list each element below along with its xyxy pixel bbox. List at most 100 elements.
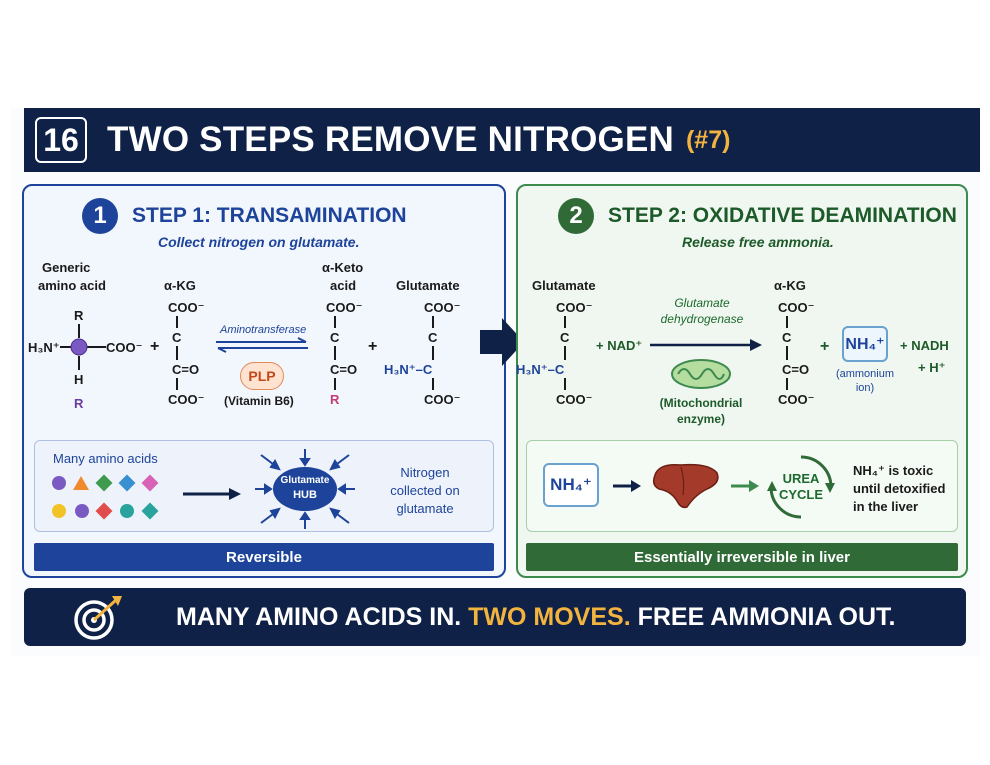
target-arrow-icon [74,596,122,640]
hub-label-2: HUB [293,489,317,501]
step2-akg-bond-1 [786,316,788,328]
generic-bond-top [78,324,80,338]
title-bar: 16 TWO STEPS REMOVE NITROGEN (#7) [24,108,980,172]
akg-c: C [172,330,182,345]
generic-r-top: R [74,308,84,323]
generic-label-2: amino acid [38,278,106,293]
nad-plus: + NAD⁺ [596,338,643,353]
slide-number: 16 [35,117,87,163]
generic-r-bottom: R [74,396,84,411]
step2-plus: + [820,338,830,355]
glu-bond-1 [432,316,434,328]
step1-header: 1 STEP 1: TRANSAMINATION [82,198,407,234]
toxic-3: in the liver [853,499,919,514]
keto-bond-3 [334,378,336,390]
collected-1: Nitrogen [400,465,450,480]
glutamate-label: Glutamate [396,278,460,293]
step2-panel: 2 STEP 2: OXIDATIVE DEAMINATION Release … [516,184,968,578]
akg-bond-1 [176,316,178,328]
urea-cycle-box: NH₄⁺ UREA CYCLE NH₄⁺ is toxic [526,440,958,532]
glu-amine: H₃N⁺–C [384,362,433,377]
vitamin-b6-label: (Vitamin B6) [224,394,294,408]
slide: 16 TWO STEPS REMOVE NITROGEN (#7) 1 STEP… [10,108,980,656]
forward-arrow-icon [650,339,762,351]
step1-subtitle: Collect nitrogen on glutamate. [158,234,360,250]
slide-title: TWO STEPS REMOVE NITROGEN [107,120,674,159]
plp-badge: PLP [240,362,284,390]
generic-amine: H₃N⁺ [28,340,60,355]
hub-label-1: Glutamate [280,475,330,486]
arrow-to-urea-icon [731,480,759,492]
keto-bond-2 [334,346,336,360]
toxic-2: until detoxified [853,481,946,496]
plus-1: + [150,338,160,355]
hplus-product: + H⁺ [918,360,946,375]
step2-akg-bottom: COO⁻ [778,392,815,407]
aminotransferase-label: Aminotransferase [220,324,307,336]
nh4-box: NH₄⁺ [842,326,888,362]
step2-akg-bond-2 [786,346,788,360]
keto-label-2: acid [330,278,357,293]
keto-bond-1 [334,316,336,328]
mito-label-2: enzyme) [676,412,726,426]
ammonium-label-2: ion) [855,382,875,394]
glu-bond-3 [432,378,434,390]
step2-glu-c: C [560,330,570,345]
glu-bottom: COO⁻ [424,392,461,407]
summary-a: MANY AMINO ACIDS IN. [176,602,462,631]
step2-glu-bond-1 [564,316,566,328]
akg-bond-3 [176,378,178,390]
keto-r: R [330,392,340,407]
mitochondrion-icon [671,359,731,389]
keto-top: COO⁻ [326,300,363,315]
generic-carboxyl: COO⁻ [106,340,143,355]
glutamate-hub-box: Many amino acids [34,440,494,532]
step2-akg-c: C [782,330,792,345]
step2-header: 2 STEP 2: OXIDATIVE DEAMINATION [558,198,957,234]
summary-b: TWO MOVES. [468,602,631,631]
urea-label-1: UREA [782,471,820,486]
nadh-product: + NADH [900,338,949,353]
summary-text: MANY AMINO ACIDS IN. TWO MOVES. FREE AMM… [176,603,895,632]
glu-top: COO⁻ [424,300,461,315]
nh4-small-box: NH₄⁺ [543,463,599,507]
plus-2: + [368,338,378,355]
step2-akg-carbonyl: C=O [782,362,810,377]
many-amino-acids-label: Many amino acids [53,451,158,466]
keto-carbonyl: C=O [330,362,358,377]
step2-akg-top: COO⁻ [778,300,815,315]
glu-c: C [428,330,438,345]
irreversible-bar: Essentially irreversible in liver [526,543,958,571]
step1-panel: 1 STEP 1: TRANSAMINATION Collect nitroge… [22,184,506,578]
urea-label-2: CYCLE [778,487,824,502]
step2-akg-bond-3 [786,378,788,390]
step2-akg-label: α-KG [774,278,806,293]
step2-subtitle: Release free ammonia. [682,234,834,250]
glu-bond-2 [432,346,434,360]
generic-h: H [74,372,84,387]
amino-acid-shapes-icon [52,474,159,520]
ammonium-label-1: (ammonium [835,368,895,380]
gdh-label-1: Glutamate [674,296,730,310]
liver-icon [652,463,719,509]
step2-glu-bond-3 [564,378,566,390]
collected-2: collected on [390,483,460,498]
hub-arrows-icon [255,449,355,529]
generic-label-1: Generic [42,260,91,275]
akg-bond-2 [176,346,178,360]
flow-arrow-icon [183,488,241,500]
collected-3: glutamate [396,501,454,516]
keto-c: C [330,330,340,345]
step2-glu-top: COO⁻ [556,300,593,315]
step-transition-arrow-icon [480,318,524,366]
alpha-carbon-icon [60,338,106,356]
akg-carbonyl: C=O [172,362,200,377]
step2-number: 2 [558,198,594,234]
akg-bottom: COO⁻ [168,392,205,407]
arrow-to-liver-icon [613,480,641,492]
step1-title: STEP 1: TRANSAMINATION [132,204,407,227]
keto-label-1: α-Keto [322,260,364,275]
reversible-arrows-icon [216,337,308,353]
step2-glu-bottom: COO⁻ [556,392,593,407]
generic-bond-bottom [78,356,80,370]
